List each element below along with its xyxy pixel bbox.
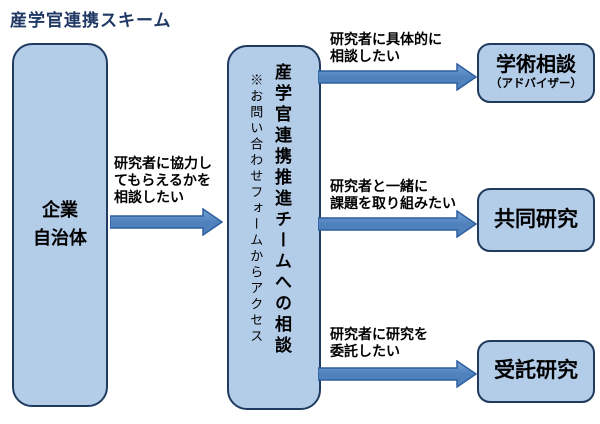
- flow-label-advice: 研究者に具体的に 相談したい: [330, 31, 442, 65]
- diagram-title: 産学官連携スキーム: [10, 11, 172, 30]
- source-label-line: 自治体: [33, 228, 87, 248]
- label-line: 委託したい: [330, 343, 400, 360]
- target-label: 共同研究: [494, 207, 578, 231]
- target-label: 学術相談: [496, 54, 576, 77]
- label-line: 研究者に研究を: [330, 326, 428, 342]
- arrow-hub-to-advice: [318, 63, 477, 91]
- label-line: 課題を取り組みたい: [330, 195, 456, 212]
- label-line: 研究者に具体的に: [330, 31, 442, 47]
- hub-main-label: 産学官連携推進チームへの相談: [272, 63, 291, 357]
- source-label-line: 企業: [42, 200, 78, 221]
- node-hub: 産学官連携推進チームへの相談 ※お問い合わせフォームからアクセス: [227, 45, 321, 410]
- arrow-hub-to-joint: [318, 210, 477, 238]
- label-line: 研究者に協力し: [114, 155, 212, 171]
- node-source: 企業 自治体: [12, 43, 108, 407]
- arrow-source-to-hub: [110, 208, 223, 236]
- flow-label-contract: 研究者に研究を 委託したい: [330, 326, 428, 360]
- label-line: てもらえるかを: [114, 172, 211, 189]
- label-line: 相談したい: [330, 48, 400, 65]
- node-academic-advice: 学術相談 （アドバイザー）: [477, 43, 595, 103]
- target-sublabel: （アドバイザー）: [490, 78, 582, 91]
- label-line: 相談したい: [114, 189, 184, 206]
- label-line: 研究者と一緒に: [330, 178, 428, 194]
- hub-note-label: ※お問い合わせフォームからアクセス: [248, 73, 264, 345]
- entry-flow-label: 研究者に協力し てもらえるかを 相談したい: [114, 155, 212, 206]
- arrow-hub-to-contract: [318, 360, 477, 388]
- node-contract-research: 受託研究: [477, 340, 595, 403]
- hub-vertical-text: 産学官連携推進チームへの相談 ※お問い合わせフォームからアクセス: [247, 63, 293, 357]
- flow-label-joint: 研究者と一緒に 課題を取り組みたい: [330, 178, 456, 212]
- node-joint-research: 共同研究: [477, 188, 595, 252]
- target-label: 受託研究: [494, 359, 578, 383]
